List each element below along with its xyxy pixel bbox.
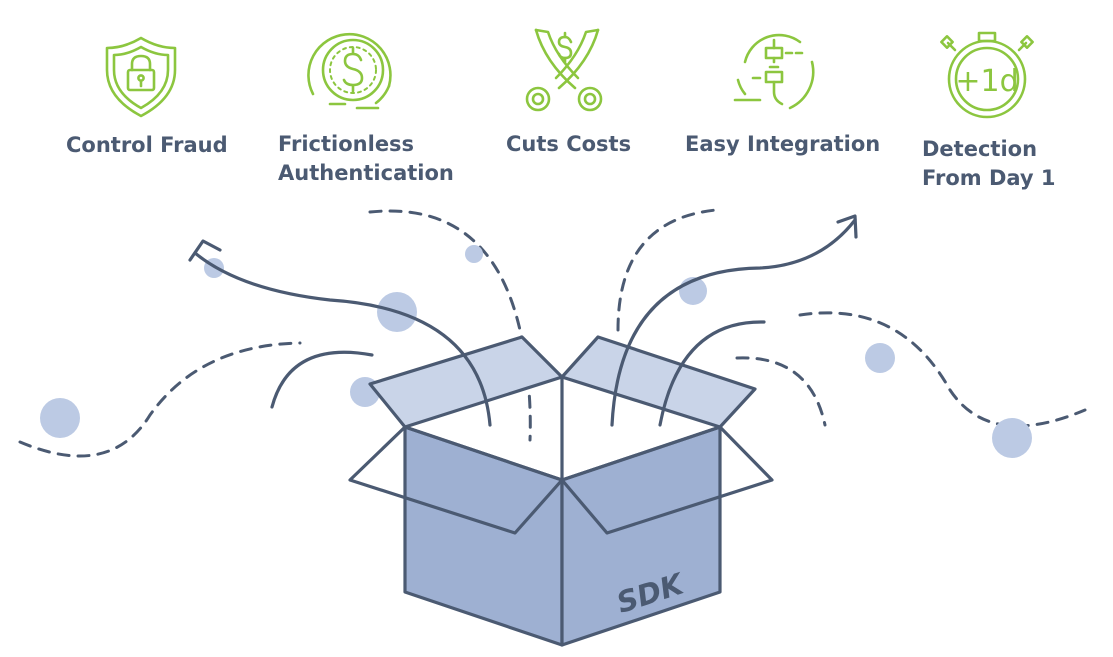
plug-connector-icon <box>733 33 815 110</box>
box-flap-left <box>348 425 564 535</box>
feature-label-line: Detection <box>922 137 1038 161</box>
feature-label-frictionless-authentication: Frictionless Authentication <box>278 130 454 188</box>
stopwatch-plus-1d-icon: +1d <box>940 31 1034 119</box>
box-back-flaps <box>368 335 757 480</box>
feature-label-easy-integration: Easy Integration <box>685 130 880 159</box>
arrowhead-left <box>188 239 222 262</box>
box-flap-right <box>560 425 774 535</box>
feature-label-line: Control Fraud <box>66 133 228 157</box>
feature-label-line: Frictionless <box>278 132 415 156</box>
box-front-left <box>403 425 564 647</box>
feature-label-cuts-costs: Cuts Costs <box>506 130 631 159</box>
feature-label-line: From Day 1 <box>922 166 1056 190</box>
shield-lock-icon <box>105 36 177 118</box>
feature-label-detection-from-day-1: Detection From Day 1 <box>922 135 1056 193</box>
feature-label-line: Easy Integration <box>685 132 881 156</box>
scissors-dollar-icon <box>525 28 603 112</box>
dashed-curves <box>18 208 1087 458</box>
arrowhead-right <box>836 214 858 239</box>
feature-label-control-fraud: Control Fraud <box>66 131 228 160</box>
dollar-coin-icon <box>307 32 392 110</box>
feature-label-line: Cuts Costs <box>506 132 632 156</box>
feature-label-line: Authentication <box>278 161 454 185</box>
arrowheads <box>188 214 858 262</box>
solid-arcs <box>193 218 857 427</box>
stopwatch-badge-text: +1d <box>955 64 1018 99</box>
